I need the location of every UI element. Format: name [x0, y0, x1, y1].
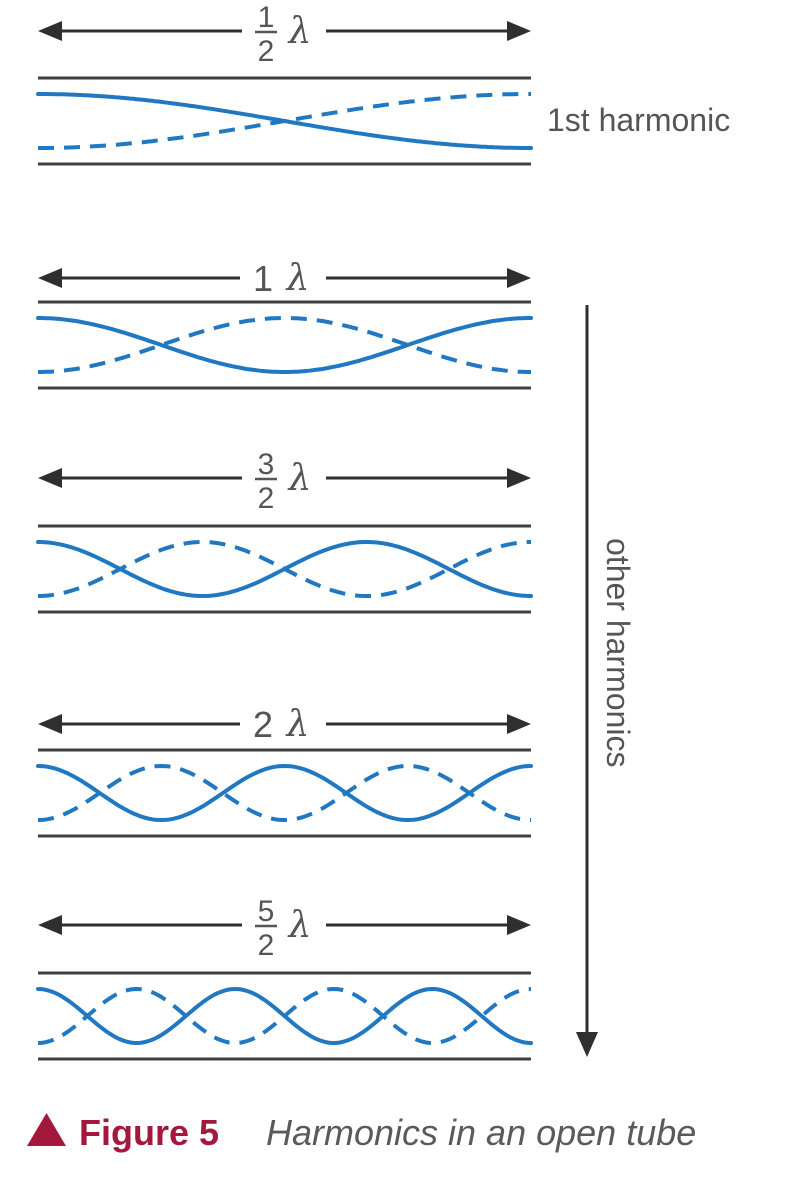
other-harmonics-arrow-head — [576, 1032, 598, 1057]
fraction-numerator: 5 — [258, 895, 275, 928]
lambda-symbol: λ — [285, 704, 310, 745]
wave-dashed — [37, 986, 532, 1046]
arrow-left-head — [38, 21, 62, 41]
arrow-right-head — [507, 468, 531, 488]
other-harmonics-label: other harmonics — [600, 538, 636, 767]
wave-solid — [36, 763, 533, 823]
length-arrow — [38, 714, 531, 734]
arrow-left-head — [38, 714, 62, 734]
first-harmonic-label: 1st harmonic — [547, 102, 730, 138]
wave-dashed — [37, 763, 532, 823]
arrow-right-head — [507, 915, 531, 935]
caption-triangle-icon — [27, 1113, 66, 1146]
arrow-left-head — [38, 268, 62, 288]
lambda-symbol: λ — [287, 11, 312, 52]
length-arrow — [38, 915, 531, 935]
lambda-symbol: λ — [285, 258, 310, 299]
length-arrow — [38, 468, 531, 488]
wave-dashed — [38, 316, 531, 374]
arrow-left-head — [38, 915, 62, 935]
length-arrow — [38, 268, 531, 288]
figure-caption: Figure 5 Harmonics in an open tube — [27, 1112, 696, 1153]
wave-dashed — [38, 92, 531, 150]
figure-caption-text: Harmonics in an open tube — [266, 1112, 696, 1153]
fraction-denominator: 2 — [258, 929, 275, 962]
arrow-right-head — [507, 268, 531, 288]
other-harmonics-indicator: other harmonics — [576, 305, 636, 1057]
fraction-denominator: 2 — [258, 482, 275, 515]
length-multiplier: 2 — [253, 704, 273, 745]
fraction-denominator: 2 — [258, 35, 275, 68]
figure-number: Figure 5 — [79, 1112, 219, 1153]
wave-dashed — [38, 540, 531, 598]
length-arrow — [38, 21, 531, 41]
wave-solid — [36, 316, 533, 374]
arrow-left-head — [38, 468, 62, 488]
arrow-right-head — [507, 21, 531, 41]
lambda-symbol: λ — [287, 905, 312, 946]
arrow-right-head — [507, 714, 531, 734]
fraction-numerator: 1 — [258, 1, 275, 34]
fraction-numerator: 3 — [258, 448, 275, 481]
lambda-symbol: λ — [287, 458, 312, 499]
length-multiplier: 1 — [253, 258, 273, 299]
